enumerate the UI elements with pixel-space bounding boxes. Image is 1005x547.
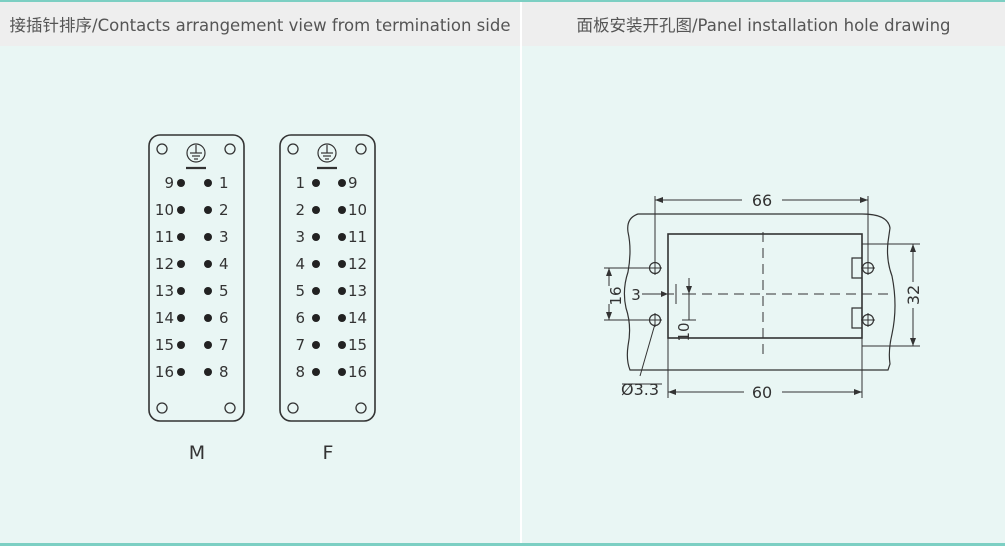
pin-label: 5	[295, 282, 305, 300]
bottom-accent-line	[0, 543, 1005, 546]
dimension-16	[604, 267, 650, 321]
dim-label-16: 16	[607, 286, 625, 305]
pin-label: 15	[348, 336, 367, 354]
pin-label: 8	[219, 363, 229, 381]
male-insert-label: M	[189, 442, 205, 464]
pin-label: 16	[155, 363, 174, 381]
pin-label: 13	[155, 282, 174, 300]
pin-label: 6	[295, 309, 305, 327]
male-insert-outline	[148, 134, 245, 422]
mounting-hole-icon	[224, 143, 236, 155]
pin-label: 3	[219, 228, 229, 246]
female-insert: 1 2 3 4 5 6 7 8 9 10	[279, 134, 376, 464]
header-contacts-arrangement: 接插针排序/Contacts arrangement view from ter…	[0, 2, 520, 46]
pin-label: 2	[219, 201, 229, 219]
pin-label: 10	[348, 201, 367, 219]
dimension-3	[642, 284, 677, 304]
pin-label: 16	[348, 363, 367, 381]
notch	[851, 257, 862, 279]
pin-label: 1	[219, 174, 229, 192]
header-left-label: 接插针排序/Contacts arrangement view from ter…	[9, 16, 511, 35]
contacts-arrangement-drawing: 9 10 11 12 13 14 15 16	[148, 134, 376, 464]
male-insert: 9 10 11 12 13 14 15 16	[148, 134, 245, 464]
pin-label: 9	[164, 174, 174, 192]
mounting-hole-icon	[648, 261, 662, 275]
header-panel-installation: 面板安装开孔图/Panel installation hole drawing	[522, 2, 1005, 46]
mounting-hole-icon	[287, 143, 299, 155]
pin-label: 7	[295, 336, 305, 354]
notch	[851, 307, 862, 329]
cutout-rect	[667, 233, 863, 339]
panel-outline	[623, 213, 896, 371]
panel-installation-panel: 66 60 32	[522, 46, 1005, 543]
contact-dots	[312, 179, 346, 376]
dimension-32	[862, 243, 920, 347]
pin-label: 5	[219, 282, 229, 300]
mounting-hole-icon	[156, 402, 168, 414]
dim-label-66: 66	[752, 191, 772, 210]
dim-label-hole-diameter: Ø3.3	[621, 380, 659, 399]
pin-label: 8	[295, 363, 305, 381]
pin-label: 11	[155, 228, 174, 246]
mounting-hole-icon	[861, 261, 875, 275]
pin-label: 3	[295, 228, 305, 246]
panel-hole-drawing: 66 60 32	[604, 191, 923, 402]
pin-label: 12	[155, 255, 174, 273]
pin-label: 1	[295, 174, 305, 192]
contact-dots	[177, 179, 212, 376]
pin-label: 13	[348, 282, 367, 300]
pin-label: 12	[348, 255, 367, 273]
header-right-label: 面板安装开孔图/Panel installation hole drawing	[576, 16, 951, 35]
mounting-hole-icon	[156, 143, 168, 155]
dim-label-3: 3	[631, 286, 641, 304]
pin-label: 11	[348, 228, 367, 246]
dim-label-32: 32	[904, 285, 923, 305]
pin-label: 6	[219, 309, 229, 327]
pin-label: 4	[219, 255, 229, 273]
female-insert-outline	[279, 134, 376, 422]
dim-label-60: 60	[752, 383, 772, 402]
pin-label: 10	[155, 201, 174, 219]
mounting-hole-icon	[287, 402, 299, 414]
pin-label: 14	[155, 309, 174, 327]
pin-label: 4	[295, 255, 305, 273]
mounting-hole-icon	[355, 143, 367, 155]
female-insert-label: F	[323, 442, 334, 464]
contacts-arrangement-panel: 9 10 11 12 13 14 15 16	[0, 46, 520, 543]
pin-label: 7	[219, 336, 229, 354]
pin-label: 2	[295, 201, 305, 219]
mounting-hole-icon	[861, 313, 875, 327]
dim-label-10: 10	[675, 322, 693, 341]
column-divider	[520, 2, 522, 543]
ground-icon	[317, 143, 337, 170]
ground-icon	[186, 143, 206, 170]
dimension-66	[654, 196, 869, 261]
top-accent-line	[0, 0, 1005, 2]
pin-label: 15	[155, 336, 174, 354]
pin-label: 9	[348, 174, 358, 192]
hole-leader	[622, 323, 662, 385]
dimension-10	[682, 278, 696, 321]
mounting-hole-icon	[355, 402, 367, 414]
dimension-60	[667, 338, 863, 398]
pin-label: 14	[348, 309, 367, 327]
mounting-hole-icon	[224, 402, 236, 414]
